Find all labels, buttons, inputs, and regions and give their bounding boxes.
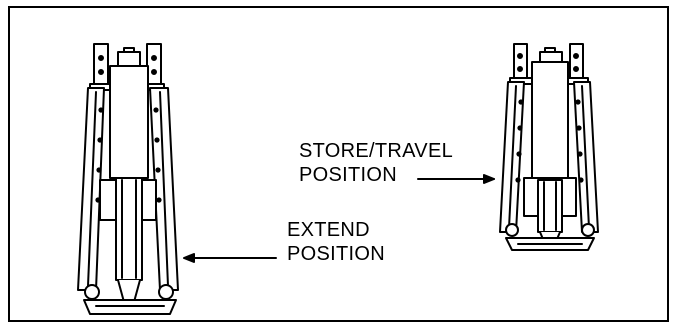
extend-label-line1: EXTEND [287, 219, 370, 241]
extend-label-line2: POSITION [287, 243, 385, 265]
extended-leveling-jack-icon [77, 43, 179, 315]
extend-label: EXTEND POSITION [287, 218, 385, 266]
extend-arrow [183, 253, 277, 263]
retracted-leveling-jack-icon [499, 43, 599, 251]
store-travel-label-line2: POSITION [299, 164, 397, 186]
store-travel-label: STORE/TRAVEL POSITION [299, 139, 453, 187]
store-travel-label-line1: STORE/TRAVEL [299, 140, 454, 162]
store-travel-arrow [417, 174, 495, 184]
